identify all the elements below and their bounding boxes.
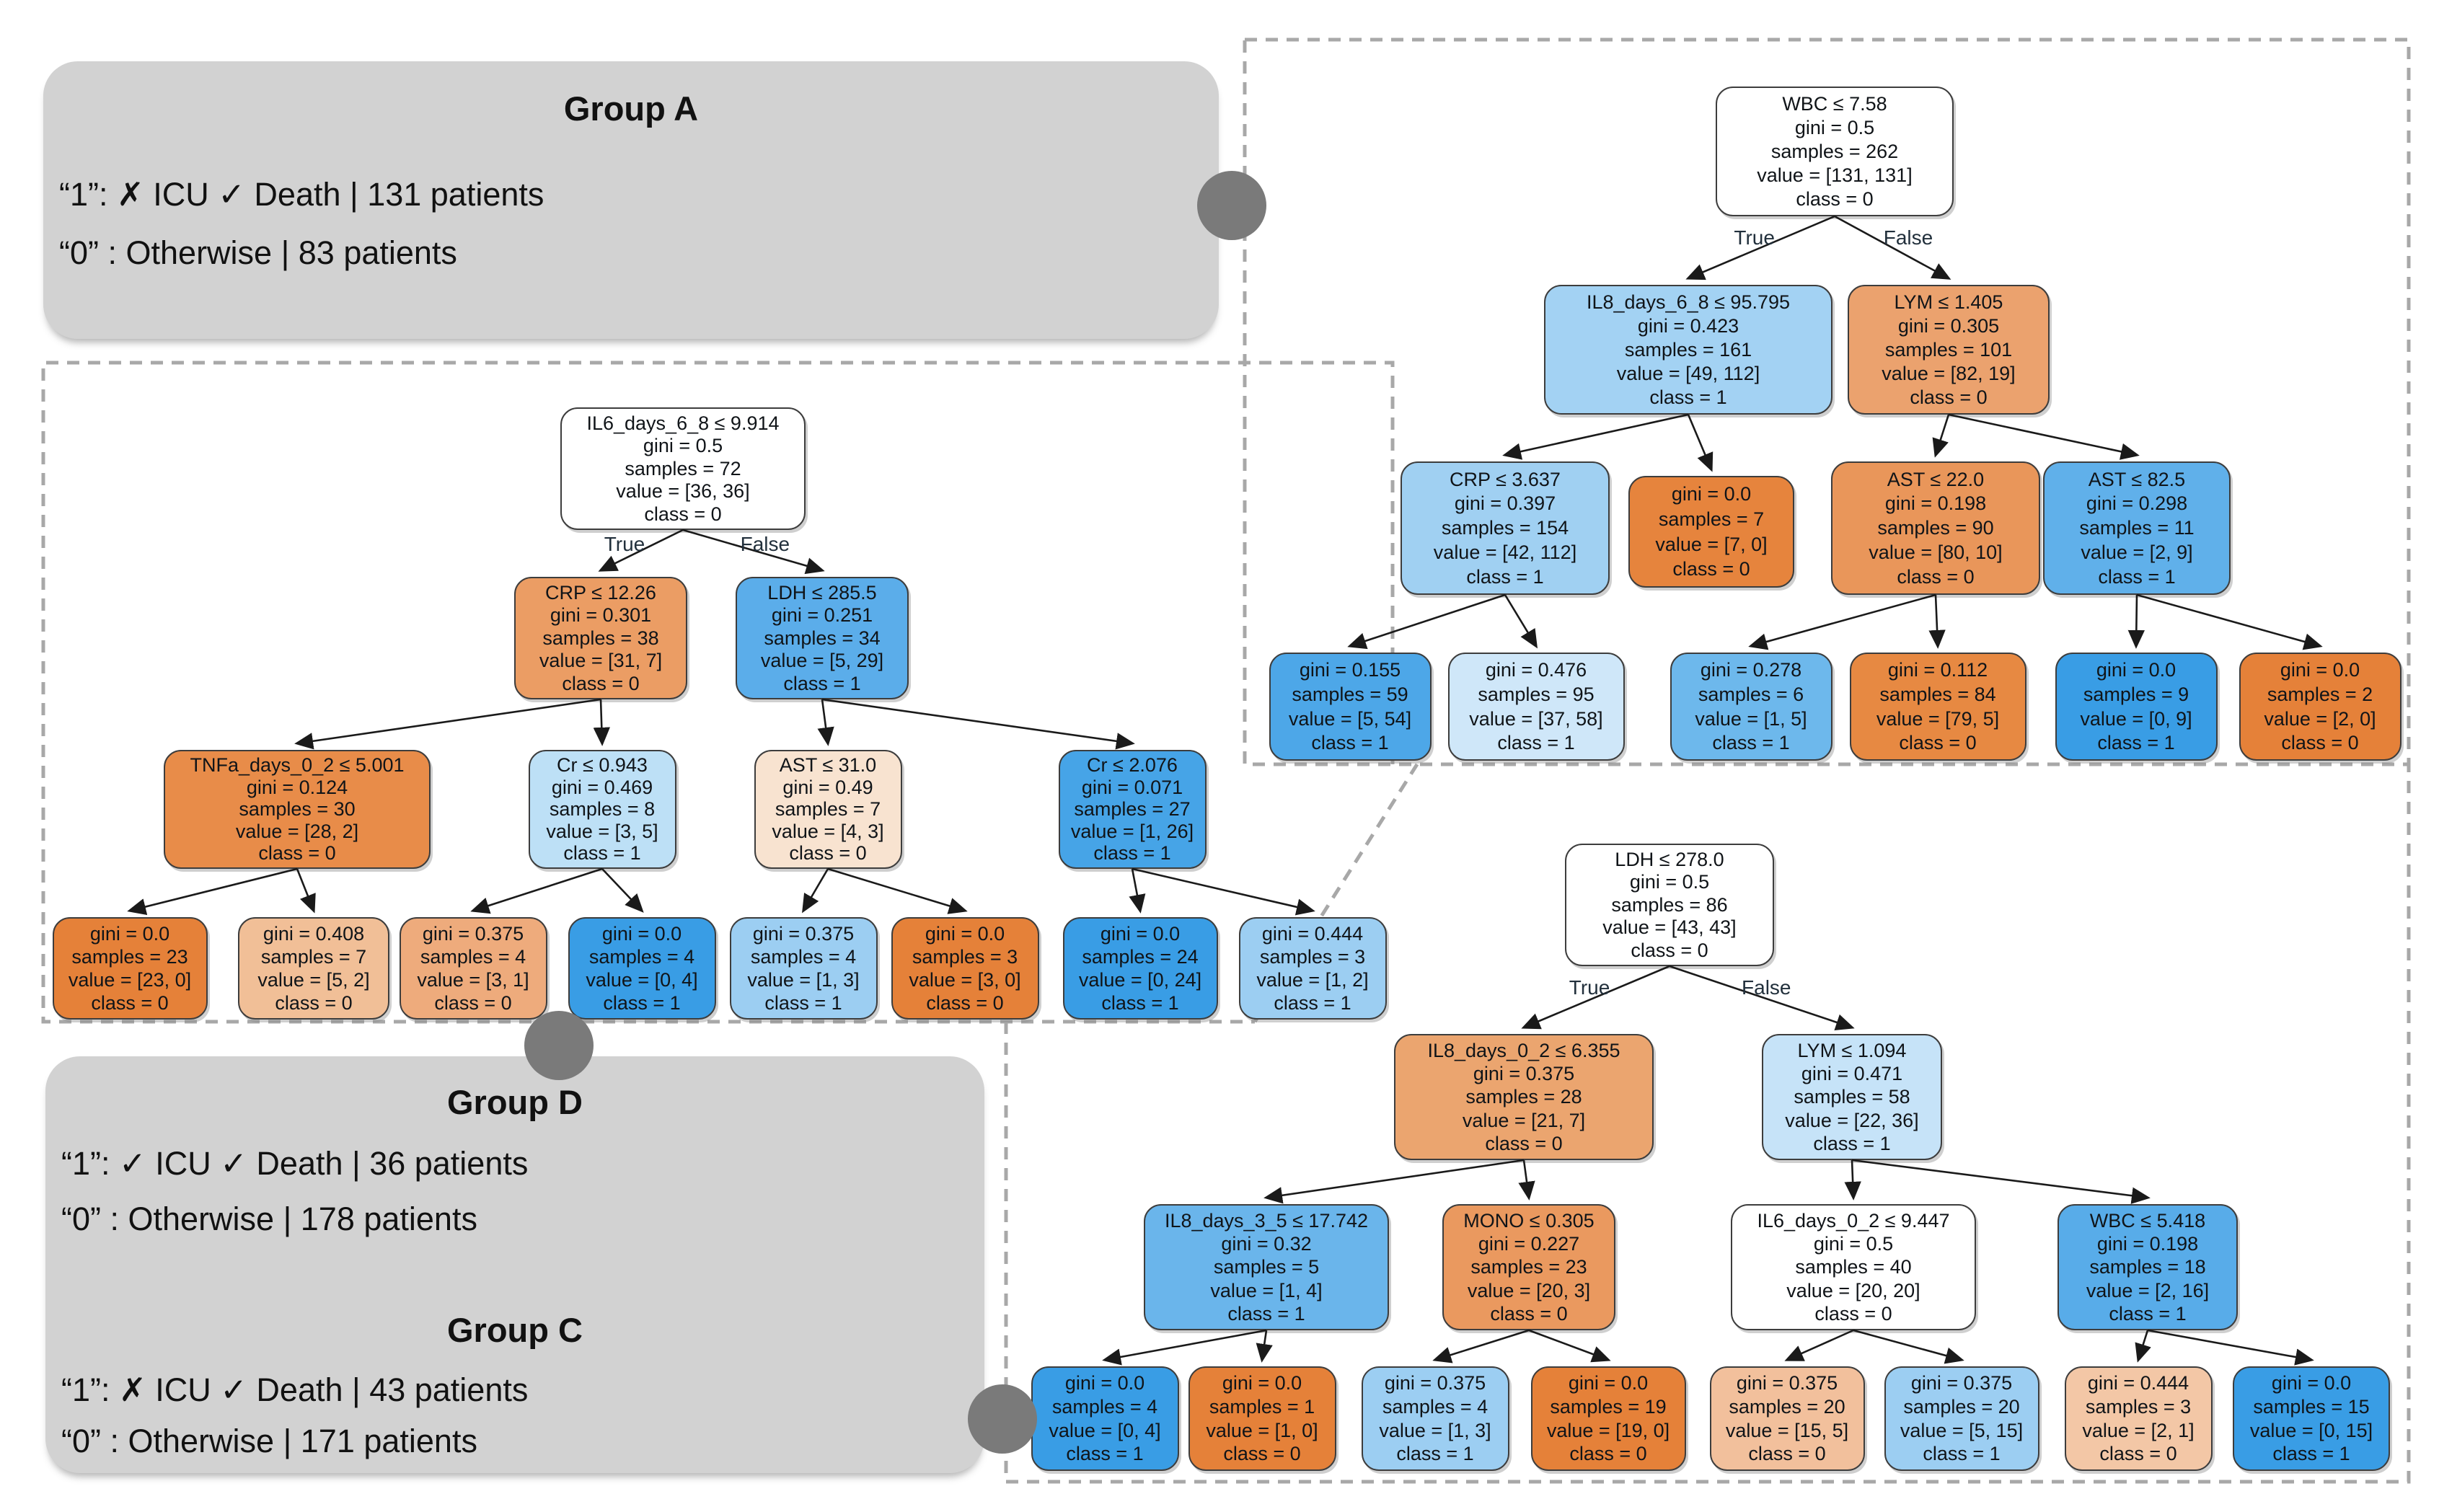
tree-node-text: value = [0, 4] <box>1049 1419 1161 1441</box>
tree-node-text: gini = 0.0 <box>1064 1372 1145 1394</box>
tree-node-text: class = 0 <box>2099 1443 2177 1465</box>
tree-node-text: value = [1, 0] <box>1206 1419 1318 1441</box>
tree-node-text: class = 1 <box>2109 1302 2187 1325</box>
tree-node-text: value = [2, 1] <box>2082 1419 2195 1441</box>
tree-node-text: class = 0 <box>1223 1443 1301 1465</box>
tree-node-text: samples = 20 <box>1903 1396 2020 1418</box>
tree-node-text: gini = 0.444 <box>2087 1372 2189 1394</box>
tree-node-text: gini = 0.0 <box>2271 1372 2352 1394</box>
tree-node-text: class = 0 <box>1814 1302 1892 1325</box>
tree-node-text: gini = 0.198 <box>2096 1233 2199 1255</box>
tree-node-text: samples = 4 <box>1382 1396 1488 1418</box>
tree-node-text: IL8_days_0_2 ≤ 6.355 <box>1427 1039 1620 1061</box>
tree-node-text: samples = 58 <box>1794 1086 1910 1108</box>
group-d-class1-line: “1”: ✓ ICU ✓ Death | 36 patients <box>61 1145 529 1182</box>
tree-node-text: samples = 40 <box>1795 1256 1912 1278</box>
tree-node-text: samples = 20 <box>1729 1396 1845 1418</box>
tree-node-text: value = [1, 3] <box>1379 1419 1491 1441</box>
tree-node-text: value = [0, 15] <box>2249 1419 2373 1441</box>
tree-node-text: class = 0 <box>1631 939 1708 961</box>
group-c-class1-line: “1”: ✗ ICU ✓ Death | 43 patients <box>61 1371 529 1408</box>
tree-node-text: class = 0 <box>1569 1443 1647 1465</box>
tree-node-text: value = [15, 5] <box>1725 1419 1849 1441</box>
tree-node-text: samples = 28 <box>1465 1086 1582 1108</box>
tree-node-text: class = 0 <box>1748 1443 1826 1465</box>
tree-node-text: gini = 0.227 <box>1478 1233 1580 1255</box>
tree-node-text: samples = 5 <box>1213 1256 1320 1278</box>
tree-node-text: WBC ≤ 5.418 <box>2089 1209 2206 1232</box>
tree-node-text: value = [5, 15] <box>1900 1419 2024 1441</box>
tree-node-text: samples = 18 <box>2089 1256 2206 1278</box>
group-c-class0-line: “0” : Otherwise | 171 patients <box>61 1423 477 1459</box>
tree-node-text: class = 1 <box>1396 1443 1474 1465</box>
tree-node-text: gini = 0.32 <box>1221 1233 1312 1255</box>
group-d-class0-line: “0” : Otherwise | 178 patients <box>61 1201 477 1237</box>
tree-node-text: samples = 1 <box>1209 1396 1315 1418</box>
tree-node-text: IL8_days_3_5 ≤ 17.742 <box>1164 1209 1369 1232</box>
group-a-class0-line: “0” : Otherwise | 83 patients <box>59 234 457 271</box>
tree-node-text: MONO ≤ 0.305 <box>1463 1209 1595 1232</box>
tree-node-text: gini = 0.375 <box>1910 1372 2013 1394</box>
tree-node-text: value = [22, 36] <box>1785 1109 1919 1131</box>
tree-node-text: samples = 15 <box>2253 1396 2370 1418</box>
tree-node-text: samples = 3 <box>2085 1396 2192 1418</box>
tree-node-text: LYM ≤ 1.094 <box>1797 1039 1907 1061</box>
tree-node-text: gini = 0.5 <box>1629 871 1710 893</box>
tree-node-text: value = [19, 0] <box>1546 1419 1670 1441</box>
tree-node-text: gini = 0.375 <box>1473 1063 1575 1085</box>
tree-node-text: class = 0 <box>1490 1302 1568 1325</box>
tree-node-text: samples = 4 <box>1051 1396 1158 1418</box>
tree-node-text: class = 1 <box>1813 1132 1891 1154</box>
group-a-card: Group A “1”: ✗ ICU ✓ Death | 131 patient… <box>43 61 1219 339</box>
tree-node-text: gini = 0.0 <box>1568 1372 1649 1394</box>
group-a-title: Group A <box>563 89 699 128</box>
tree-node-text: gini = 0.375 <box>1384 1372 1486 1394</box>
tree-node-text: class = 1 <box>2272 1443 2350 1465</box>
tree-node-text: class = 0 <box>1485 1132 1563 1154</box>
tree-node-text: samples = 86 <box>1611 893 1728 916</box>
tree-node-text: value = [20, 3] <box>1467 1279 1591 1301</box>
group-c-title: Group C <box>447 1311 583 1349</box>
tree-node-text: samples = 23 <box>1470 1256 1587 1278</box>
tree-node-text: IL6_days_0_2 ≤ 9.447 <box>1757 1209 1950 1232</box>
tree-node-text: samples = 19 <box>1550 1396 1667 1418</box>
tree-node-text: gini = 0.5 <box>1813 1233 1894 1255</box>
group-a-class1-line: “1”: ✗ ICU ✓ Death | 131 patients <box>59 176 544 213</box>
tree-node-text: value = [20, 20] <box>1786 1279 1920 1301</box>
tree-node-text: value = [21, 7] <box>1462 1109 1586 1131</box>
tree-node-text: value = [2, 16] <box>2086 1279 2210 1301</box>
tree-node-text: class = 1 <box>1923 1443 2001 1465</box>
group-d-c-card: Group D “1”: ✓ ICU ✓ Death | 36 patients… <box>45 1056 984 1473</box>
tree-node-text: gini = 0.471 <box>1801 1063 1903 1085</box>
tree-node-text: class = 1 <box>1227 1302 1305 1325</box>
tree-node-text: value = [43, 43] <box>1602 916 1737 939</box>
tree-node-text: LDH ≤ 278.0 <box>1615 849 1724 871</box>
tree-node-text: class = 1 <box>1066 1443 1144 1465</box>
tree-node-text: gini = 0.375 <box>1736 1372 1838 1394</box>
tree-node-text: gini = 0.0 <box>1222 1372 1302 1394</box>
tree-node-text: value = [1, 4] <box>1210 1279 1323 1301</box>
group-d-title: Group D <box>447 1083 583 1121</box>
